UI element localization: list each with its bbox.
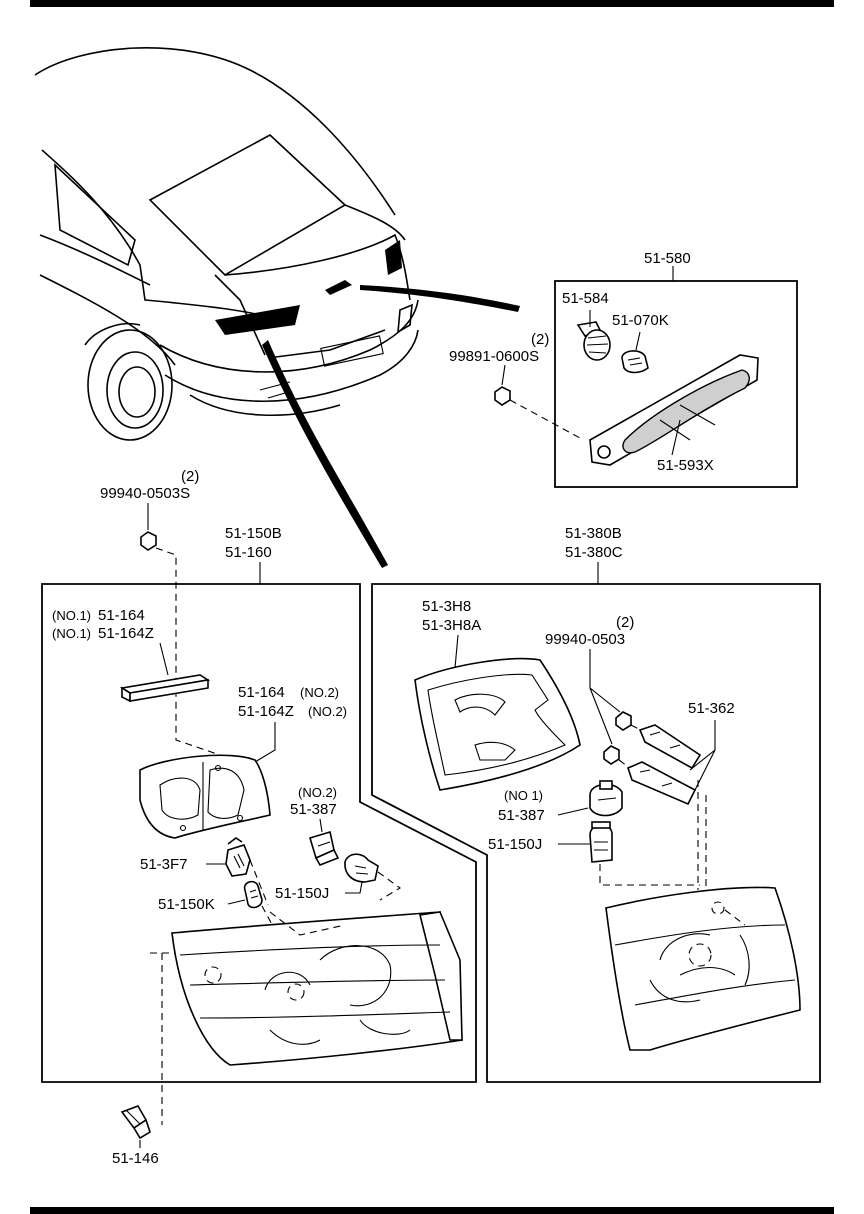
label-51-150J-right: 51-150J [488, 836, 542, 853]
group-box-51-580 [554, 280, 798, 488]
group-box-left [41, 583, 477, 1083]
label-51-3H8A: 51-3H8A [422, 617, 481, 634]
label-51-584: 51-584 [562, 290, 609, 307]
bracket-51-362-upper [638, 724, 702, 770]
label-51-380C: 51-380C [565, 544, 623, 561]
bulb-51-150J-right [589, 821, 613, 863]
label-no1-b: (NO.1) [52, 626, 91, 641]
clip-51-146 [120, 1105, 151, 1140]
label-99940-0503S: 99940-0503S [100, 485, 190, 502]
label-51-387-no2: 51-387 [290, 801, 337, 818]
bulb-51-150J-left [344, 853, 379, 883]
label-99891-0600S: 99891-0600S [449, 348, 539, 365]
label-no2-a: (NO.2) [300, 685, 339, 700]
label-51-146: 51-146 [112, 1150, 159, 1167]
label-51-150J-left: 51-150J [275, 885, 329, 902]
group-box-right [371, 583, 821, 1083]
label-no1-c: (NO 1) [504, 788, 543, 803]
bulb-51-070K [621, 331, 649, 374]
socket-51-387-no1 [589, 780, 623, 817]
label-no2-b: (NO.2) [308, 704, 347, 719]
label-51-150B: 51-150B [225, 525, 282, 542]
label-99940-qty: (2) [616, 614, 634, 631]
label-51-164-no2: 51-164 [238, 684, 285, 701]
bracket-51-362-lower [627, 761, 697, 806]
car-rear-illustration [34, 47, 520, 568]
socket-51-3F7 [225, 837, 251, 877]
label-51-070K: 51-070K [612, 312, 669, 329]
label-51-3H8: 51-3H8 [422, 598, 471, 615]
label-51-593X: 51-593X [657, 457, 714, 474]
label-51-580: 51-580 [644, 250, 691, 267]
gasket-strip-51-164 [119, 674, 211, 703]
socket-51-387-no2 [309, 830, 340, 866]
top-rule [30, 0, 834, 7]
label-51-387-no1: 51-387 [498, 807, 545, 824]
label-51-362: 51-362 [688, 700, 735, 717]
nut-99940s [140, 531, 157, 551]
bulb-51-150K [243, 880, 263, 909]
label-51-160: 51-160 [225, 544, 272, 561]
label-51-380B: 51-380B [565, 525, 622, 542]
label-no2-c: (NO.2) [298, 785, 337, 800]
label-51-164Z-no2: 51-164Z [238, 703, 294, 720]
label-no1-a: (NO.1) [52, 608, 91, 623]
nut-99891 [494, 386, 511, 406]
label-99940s-qty: (2) [181, 468, 199, 485]
gasket-51-3H8 [414, 657, 581, 791]
label-51-150K: 51-150K [158, 896, 215, 913]
label-51-164-no1: 51-164 [98, 607, 145, 624]
nut-99940-b [603, 745, 620, 765]
tail-lamp-right [605, 886, 801, 1051]
label-51-164Z-no1: 51-164Z [98, 625, 154, 642]
label-99940-0503: 99940-0503 [545, 631, 625, 648]
nut-99940-a [615, 711, 632, 731]
gasket-51-164-no2 [139, 754, 271, 839]
bulb-socket-51-584 [576, 310, 611, 361]
lamp-51-593X [589, 354, 759, 466]
label-99891-qty: (2) [531, 331, 549, 348]
tail-lamp-left [171, 911, 463, 1066]
bottom-rule [30, 1207, 834, 1214]
label-51-3F7: 51-3F7 [140, 856, 188, 873]
